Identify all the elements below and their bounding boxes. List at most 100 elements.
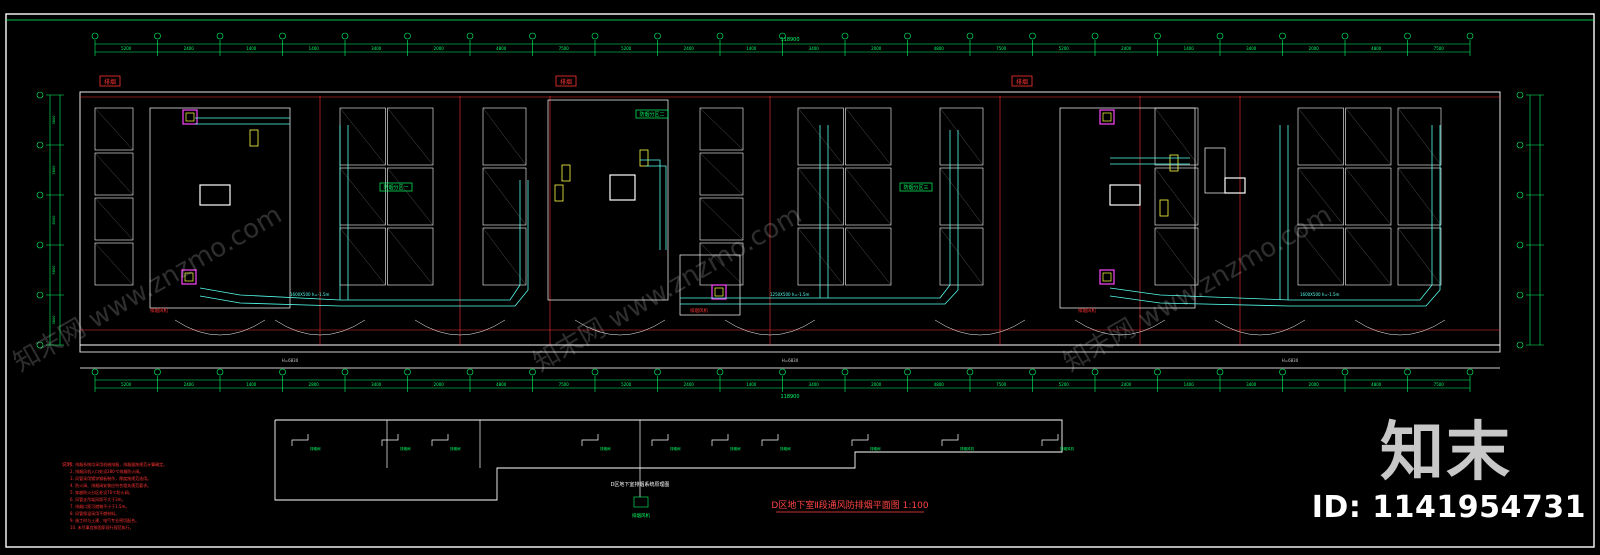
grid-bubble bbox=[1341, 32, 1349, 40]
zone-tag-3: 排烟 bbox=[1011, 75, 1033, 87]
dimension-text: 3400 bbox=[1246, 46, 1257, 51]
parking-bay bbox=[939, 227, 984, 286]
duct-label: 1600X500 h=-1.5m bbox=[1300, 292, 1340, 297]
note-line: 8. 风管保温采用不燃材料。 bbox=[70, 510, 119, 516]
smoke-curtain-arc bbox=[574, 319, 666, 336]
fan-core bbox=[714, 287, 724, 297]
parking-diagonal bbox=[1397, 227, 1442, 286]
riser-branch bbox=[941, 434, 959, 446]
smoke-curtain-arc bbox=[934, 319, 1026, 336]
building-plan bbox=[79, 91, 1501, 369]
riser-node-label: 排烟风机 bbox=[1060, 446, 1075, 451]
parking-bay bbox=[699, 197, 744, 241]
grid-bubble bbox=[1091, 32, 1099, 40]
fan-label: 排烟风机 bbox=[150, 307, 168, 314]
dimension-text: 7500 bbox=[1434, 382, 1445, 387]
parking-bay bbox=[1154, 227, 1199, 286]
duct-edge bbox=[199, 180, 521, 301]
dimension-text: 5200 bbox=[1059, 46, 1070, 51]
riser-node-label: 排烟阀 bbox=[780, 446, 791, 451]
riser-branch bbox=[711, 434, 729, 446]
diagonal-watermark: 知末网 www.znzmo.com bbox=[1059, 200, 1338, 378]
parking-diagonal bbox=[797, 107, 844, 166]
dimension-text: 5800 bbox=[52, 266, 56, 275]
smoke-curtain-arc bbox=[724, 319, 816, 336]
riser-branch bbox=[851, 434, 869, 446]
fan-core bbox=[1102, 112, 1112, 122]
top-total-dimension: 118900 bbox=[780, 37, 799, 43]
dimension-text: 7500 bbox=[559, 382, 570, 387]
dimension-text: 2000 bbox=[434, 46, 445, 51]
dimension-text: 3800 bbox=[52, 316, 56, 325]
zone-tag-text: 排烟 bbox=[560, 78, 572, 86]
parking-bay bbox=[482, 167, 527, 226]
parking-diagonal bbox=[1297, 227, 1344, 286]
parking-diagonal bbox=[1397, 167, 1442, 226]
parking-bay bbox=[845, 227, 892, 286]
fan-core bbox=[185, 112, 195, 122]
room-outline bbox=[149, 107, 291, 309]
smoke-zone-text: 防烟分区二 bbox=[639, 111, 664, 118]
duct-label: 1250X500 h=-1.5m bbox=[770, 292, 810, 297]
parking-diagonal bbox=[387, 107, 434, 166]
riser-node-label: 排烟风机 bbox=[960, 446, 974, 451]
parking-diagonal bbox=[1297, 107, 1344, 166]
parking-bay bbox=[797, 227, 844, 286]
grid-bubble bbox=[1404, 32, 1411, 40]
dimension-text: 4800 bbox=[1371, 382, 1382, 387]
parking-bay bbox=[94, 107, 134, 151]
riser-outline bbox=[274, 419, 1063, 501]
parking-diagonal bbox=[845, 227, 892, 286]
riser-node-label: 排烟阀 bbox=[400, 446, 411, 451]
fire-damper bbox=[554, 184, 564, 202]
grid-bubble bbox=[36, 91, 44, 99]
dimension-text: 5200 bbox=[621, 46, 632, 51]
note-line: 9. 施工时与土建、电气专业密切配合。 bbox=[70, 517, 139, 523]
parking-bay bbox=[699, 152, 744, 196]
dimension-text: 2000 bbox=[871, 46, 882, 51]
shaft bbox=[1109, 184, 1141, 206]
note-line: 2. 排烟风机入口处设280℃排烟防火阀。 bbox=[70, 468, 143, 474]
parking-bay bbox=[1345, 167, 1392, 226]
smoke-curtain-arc bbox=[414, 319, 506, 336]
parking-bay bbox=[387, 167, 434, 226]
parking-bay bbox=[94, 152, 134, 196]
shaft bbox=[609, 174, 636, 201]
zone-tag-1: 排烟 bbox=[99, 75, 121, 87]
riser-branch bbox=[651, 434, 669, 446]
parking-bay bbox=[845, 107, 892, 166]
grid-bubble bbox=[654, 32, 661, 40]
riser-diagram-title: D区地下室排烟系统原理图 bbox=[611, 481, 670, 488]
grid-bubble bbox=[716, 32, 724, 40]
riser-nodes: 排烟阀排烟阀排烟阀排烟阀排烟阀排烟阀排烟阀排烟阀排烟风机排烟风机 bbox=[291, 420, 1075, 497]
dimension-text: 2000 bbox=[434, 382, 445, 387]
grid-bubble bbox=[154, 368, 161, 376]
grid-bubble bbox=[1154, 32, 1161, 40]
grid-bubble bbox=[341, 32, 349, 40]
parking-bay bbox=[1345, 227, 1392, 286]
parking-bay bbox=[94, 242, 134, 286]
smoke-curtain-arc bbox=[1354, 319, 1446, 336]
parking-diagonal bbox=[1345, 107, 1392, 166]
parking-bay bbox=[482, 227, 527, 286]
grid-bubble bbox=[1516, 241, 1524, 249]
parking-diagonal bbox=[699, 152, 744, 196]
grid-bubble bbox=[279, 368, 286, 376]
grid-bubble bbox=[1466, 368, 1474, 376]
room-outline bbox=[1204, 147, 1226, 194]
sheet-border bbox=[5, 13, 1595, 548]
dimension-text: 4800 bbox=[496, 382, 507, 387]
grid-bubble bbox=[966, 368, 974, 376]
parking-diagonal bbox=[845, 107, 892, 166]
grid-bubble bbox=[1516, 191, 1524, 199]
watermark-logo: 知末 bbox=[1380, 416, 1512, 490]
smoke-zone-text: 防烟分区一 bbox=[383, 184, 408, 191]
parking-diagonal bbox=[939, 167, 984, 226]
dimension-text: 1400 bbox=[746, 382, 757, 387]
notes-heading: 说明： bbox=[62, 461, 76, 468]
duct-edge bbox=[1109, 125, 1441, 307]
riser-diagram: 排烟阀排烟阀排烟阀排烟阀排烟阀排烟阀排烟阀排烟阀排烟风机排烟风机 D区地下室排烟… bbox=[274, 419, 1075, 519]
parking-bay bbox=[1397, 167, 1442, 226]
